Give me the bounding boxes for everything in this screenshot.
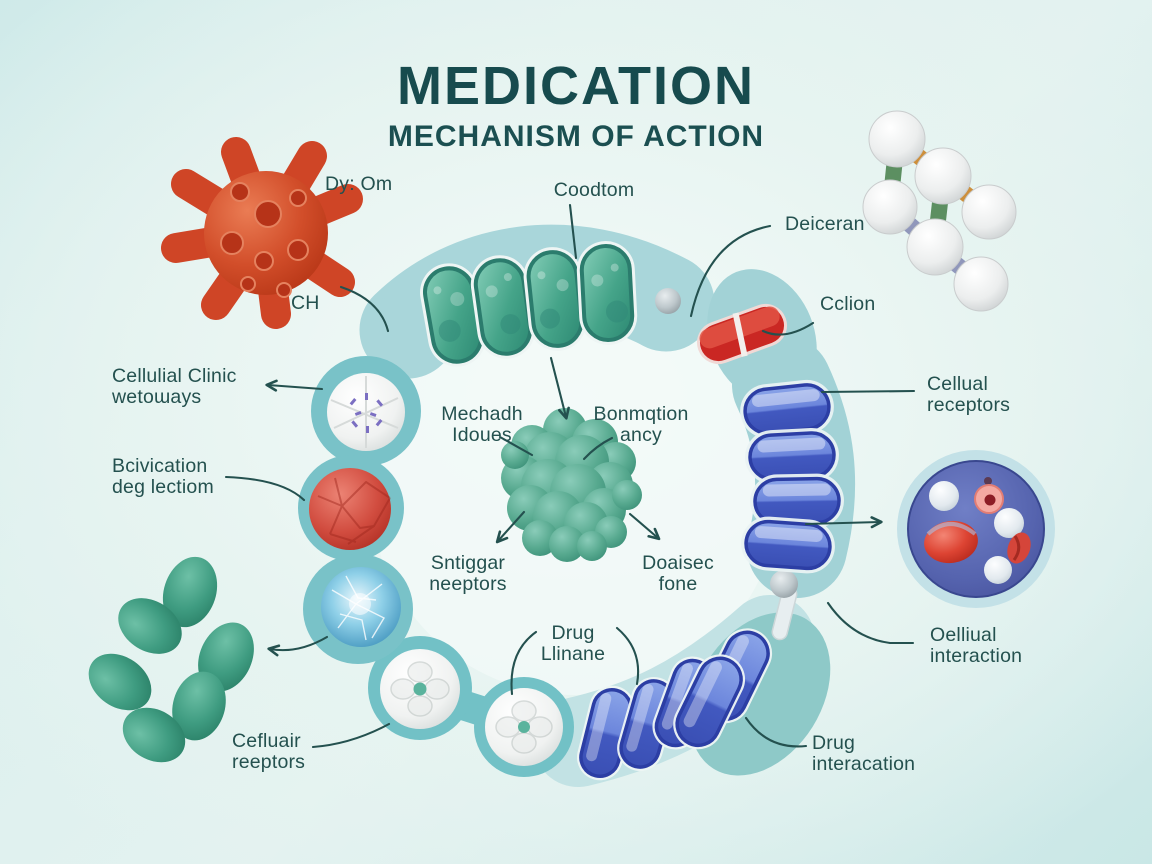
drug-llinane-line-1 [510, 630, 538, 696]
label-drug-llinane: Drug Llinane [540, 622, 606, 665]
crystal-cell-icon [321, 567, 401, 647]
cefluair-line [311, 722, 391, 749]
label-sntiggar: Sntiggar neeptors [429, 552, 507, 595]
molecule-lattice-icon [862, 110, 1017, 312]
label-oelliual: Oelliual interaction [930, 624, 1023, 667]
red-capsule-icon [697, 303, 787, 365]
doaisec-arrow [628, 512, 661, 541]
ch-line [339, 285, 390, 333]
virus-icon [161, 137, 363, 329]
red-cell-icon [309, 468, 391, 550]
crystal-to-ovals-arrow [267, 635, 329, 657]
label-cellulial-clinic: Cellulial Clinic wetoɯays [112, 365, 237, 408]
center-down-arrow [549, 356, 570, 420]
label-ch: CH [291, 292, 320, 314]
blue-capsules-bottom [576, 656, 716, 781]
bonmqtion-line [582, 436, 614, 461]
bcivication-line [224, 475, 306, 502]
cellulial-arrow [265, 379, 324, 392]
green-ovals-icon [88, 556, 254, 763]
label-deiceran: Deiceran [785, 213, 865, 235]
page-title: MEDICATION [397, 56, 755, 116]
cell-interaction-circle-icon [897, 450, 1055, 608]
label-dy-om: Dy: Om [325, 173, 393, 195]
cellual-receptors-line [820, 389, 916, 394]
connector-pin-icon [770, 570, 798, 641]
coodtom-line [568, 203, 578, 260]
pointer-lines [224, 203, 916, 749]
oelliual-line [826, 601, 915, 645]
drug-interacation-line [744, 716, 808, 748]
deiceran-line [689, 224, 772, 318]
label-doaisec: Doaisec fone [642, 552, 714, 595]
label-mechadh: Mechadh Idoues [441, 403, 523, 446]
label-bcivication: Bcivication deg lectiom [112, 455, 214, 498]
drug-llinane-line-2 [615, 626, 640, 686]
blue-capsules-right [740, 379, 844, 574]
label-bonmqtion: Bonmqtion ancy [593, 403, 689, 446]
label-cellual-receptors: Cellual receptors [927, 373, 1011, 416]
white-tablet-scored-icon [327, 373, 405, 451]
label-cefluair: Cefluair reeptors [232, 730, 306, 773]
white-tablets [380, 649, 563, 766]
green-capsules [420, 241, 638, 367]
to-cell-circle-arrow [804, 516, 883, 529]
junction-dot-icon [655, 288, 681, 314]
label-coodtom: Coodtom [553, 179, 635, 201]
cclion-line [761, 321, 815, 336]
sntiggar-arrow [495, 510, 526, 544]
molecule-cluster-icon [501, 408, 642, 562]
label-drug-interacation: Drug interacation [812, 732, 916, 775]
label-cclion: Cclion [820, 293, 876, 315]
blue-capsules-diagonal [673, 628, 773, 750]
page-subtitle: MECHANISM OF ACTION [387, 120, 765, 153]
mechadh-line [498, 435, 534, 457]
